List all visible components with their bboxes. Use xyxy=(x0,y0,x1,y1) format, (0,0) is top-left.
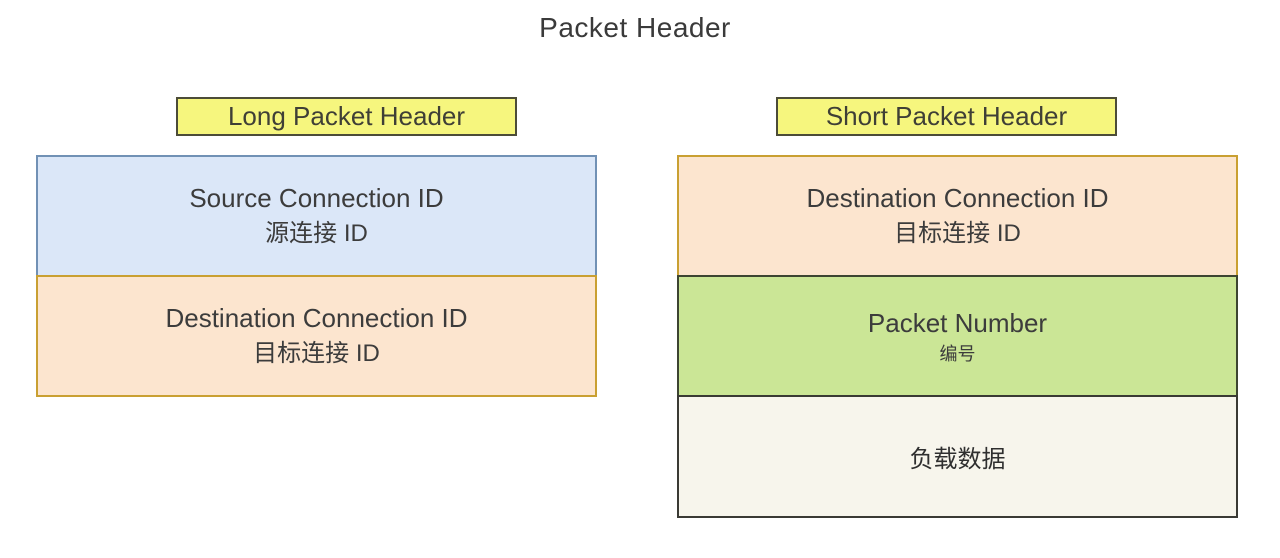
long-packet-header-label: Long Packet Header xyxy=(176,97,517,136)
section-title-zh: 编号 xyxy=(939,343,976,364)
packet-number-section: Packet Number 编号 xyxy=(677,275,1238,397)
destination-connection-id-section-long: Destination Connection ID 目标连接 ID xyxy=(36,275,597,397)
section-title-en: Destination Connection ID xyxy=(806,183,1109,213)
section-title-zh: 负载数据 xyxy=(909,446,1006,473)
destination-connection-id-section-short: Destination Connection ID 目标连接 ID xyxy=(677,155,1238,277)
section-title-zh: 源连接 ID xyxy=(265,220,368,247)
long-packet-header-box: Source Connection ID 源连接 ID Destination … xyxy=(36,155,597,397)
source-connection-id-section: Source Connection ID 源连接 ID xyxy=(36,155,597,277)
short-packet-header-label: Short Packet Header xyxy=(776,97,1117,136)
section-title-zh: 目标连接 ID xyxy=(894,220,1021,247)
section-title-zh: 目标连接 ID xyxy=(253,340,380,367)
section-title-en: Destination Connection ID xyxy=(165,303,468,333)
short-packet-header-box: Destination Connection ID 目标连接 ID Packet… xyxy=(677,155,1238,518)
diagram-title: Packet Header xyxy=(539,12,731,43)
section-title-en: Packet Number xyxy=(867,307,1048,338)
section-title-en: Source Connection ID xyxy=(189,183,444,213)
payload-data-section: 负载数据 xyxy=(677,395,1238,518)
